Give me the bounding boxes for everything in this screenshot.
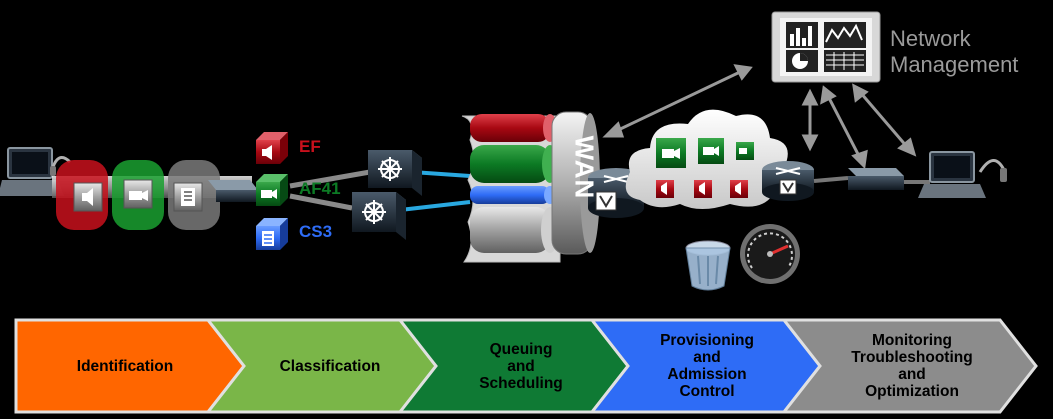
router-icon [352, 192, 406, 240]
wan-label: WAN [569, 135, 600, 200]
stage-line: Monitoring [871, 332, 953, 349]
stage-line: and [693, 349, 721, 366]
stage-line: Control [679, 383, 735, 400]
headset-icon [50, 156, 72, 176]
process-chevrons [14, 318, 1038, 414]
stage-line: and [507, 357, 535, 375]
cloud-traffic-cubes [656, 138, 754, 198]
af41-marking-cube [256, 174, 288, 206]
speaker-icon [73, 182, 103, 212]
document-icon [173, 182, 203, 212]
stage-label-monitoring: Monitoring Troubleshooting and Optimizat… [812, 322, 1012, 410]
gauge-icon [740, 224, 800, 284]
cs3-label: CS3 [299, 222, 333, 241]
dashboard-monitor-icon [771, 11, 881, 83]
links [289, 169, 471, 212]
trash-bin-icon [685, 240, 731, 291]
stage-label-classification: Classification [240, 322, 420, 410]
laptop-icon [918, 151, 986, 198]
link-line [813, 176, 849, 183]
management-arrows [602, 64, 917, 170]
queue-stack [461, 114, 561, 263]
cs3-marking-cube [256, 218, 288, 250]
ef-label: EF [299, 137, 321, 156]
stage-line: and [898, 366, 926, 383]
stage-line: Scheduling [479, 374, 563, 392]
router-icon [762, 161, 814, 201]
network-management-label: Network Management [890, 26, 1018, 78]
headset-icon [978, 159, 1007, 182]
af41-label: AF41 [299, 179, 341, 198]
router-icon [368, 150, 422, 196]
stage-line: Optimization [865, 383, 959, 400]
stage-label-provisioning: Provisioning and Admission Control [622, 322, 792, 410]
stage-line: Identification [76, 357, 174, 375]
laptop-icon [0, 147, 64, 196]
stage-line: Provisioning [660, 332, 754, 349]
ef-marking-cube [256, 132, 288, 164]
video-camera-icon [123, 179, 153, 209]
stage-line: Troubleshooting [851, 349, 973, 366]
stage-label-queuing: Queuing and Scheduling [436, 322, 606, 410]
stage-label-identification: Identification [30, 322, 220, 410]
network-management-line2: Management [890, 52, 1019, 77]
network-management-line1: Network [890, 26, 971, 51]
switch-icon [848, 168, 904, 190]
stage-monitoring [780, 318, 1038, 414]
switch-icon [208, 180, 258, 202]
stage-line: Admission [667, 366, 747, 383]
stage-line: Classification [279, 357, 381, 375]
stage-line: Queuing [489, 340, 553, 358]
